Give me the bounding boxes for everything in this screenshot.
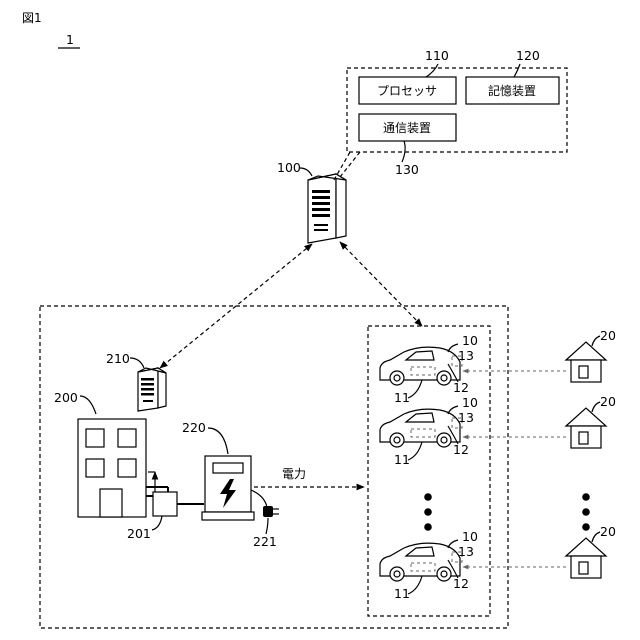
vehicle-part-a-label: 11 <box>394 390 410 405</box>
home-roof <box>566 408 606 426</box>
ref-220: 220 <box>182 420 206 435</box>
server-component-group: プロセッサ 記憶装置 通信装置 110 120 130 <box>347 48 567 177</box>
ref-100: 100 <box>277 160 301 175</box>
vehicle-part-a-label: 11 <box>394 452 410 467</box>
vehicle-part-c-label: 13 <box>458 410 474 425</box>
ref-210: 210 <box>106 351 130 366</box>
vehicle-part-c-label: 13 <box>458 348 474 363</box>
leader-110 <box>426 64 438 77</box>
vehicle-list: 101312111013121110131211 <box>380 333 478 601</box>
vehicle-ref-label: 10 <box>462 395 478 410</box>
home: 20 <box>463 394 616 448</box>
home-roof <box>566 538 606 556</box>
leader-200 <box>80 396 96 414</box>
home-door <box>579 432 588 444</box>
home-ellipsis-dot <box>582 523 590 531</box>
building-icon: 200 <box>54 390 146 517</box>
vehicle: 1013 12 11 <box>380 395 478 467</box>
car-wheel <box>437 433 451 447</box>
ref-221: 221 <box>253 534 277 549</box>
vehicle-part-c-label: 13 <box>458 544 474 559</box>
leader-130 <box>402 141 405 162</box>
vehicle: 1013 12 11 <box>380 529 478 601</box>
power-label: 電力 <box>282 467 306 481</box>
home-ref-label: 20 <box>600 394 616 409</box>
leader-201 <box>152 516 162 530</box>
home-ellipsis-dot <box>582 493 590 501</box>
leader-220 <box>208 428 228 454</box>
vehicle-ref-label: 10 <box>462 529 478 544</box>
home-list: 20 20 20 <box>463 328 616 578</box>
vehicle-part-b-label: 12 <box>453 380 469 395</box>
car-wheel <box>390 433 404 447</box>
leader-120 <box>514 64 520 77</box>
home: 20 <box>463 524 616 578</box>
vehicle-part-b-label: 12 <box>453 576 469 591</box>
charger-icon: 220 221 <box>182 420 279 549</box>
vehicle-ellipsis-dot <box>424 523 432 531</box>
car-wheel <box>437 567 451 581</box>
system-ref-label: 1 <box>66 32 74 47</box>
storage-label: 記憶装置 <box>488 83 536 98</box>
home-ref-label: 20 <box>600 328 616 343</box>
home: 20 <box>463 328 616 382</box>
car-wheel <box>390 371 404 385</box>
home-roof <box>566 342 606 360</box>
ref-201: 201 <box>127 526 151 541</box>
ref-200: 200 <box>54 390 78 405</box>
processor-label: プロセッサ <box>377 84 437 98</box>
ref-130: 130 <box>395 162 419 177</box>
leader-221 <box>266 518 268 534</box>
link-server-vehicles <box>340 242 422 326</box>
comm-label: 通信装置 <box>383 121 431 135</box>
home-door <box>579 366 588 378</box>
car-wheel <box>390 567 404 581</box>
figure-label: 図1 <box>22 11 42 25</box>
vehicle-ellipsis-dot <box>424 508 432 516</box>
leader-210 <box>130 358 144 368</box>
ref-120: 120 <box>516 48 540 63</box>
vehicle-part-b-label: 12 <box>453 442 469 457</box>
home-ellipsis-dot <box>582 508 590 516</box>
leader-100 <box>300 168 312 176</box>
vehicle-part-a-label: 11 <box>394 586 410 601</box>
local-server-icon: 210 <box>106 351 166 411</box>
home-ref-label: 20 <box>600 524 616 539</box>
vehicle-ellipsis-dot <box>424 493 432 501</box>
ref-110: 110 <box>425 48 449 63</box>
vehicle-ref-label: 10 <box>462 333 478 348</box>
home-door <box>579 562 588 574</box>
car-wheel <box>437 371 451 385</box>
server-icon: 100 <box>277 160 346 243</box>
